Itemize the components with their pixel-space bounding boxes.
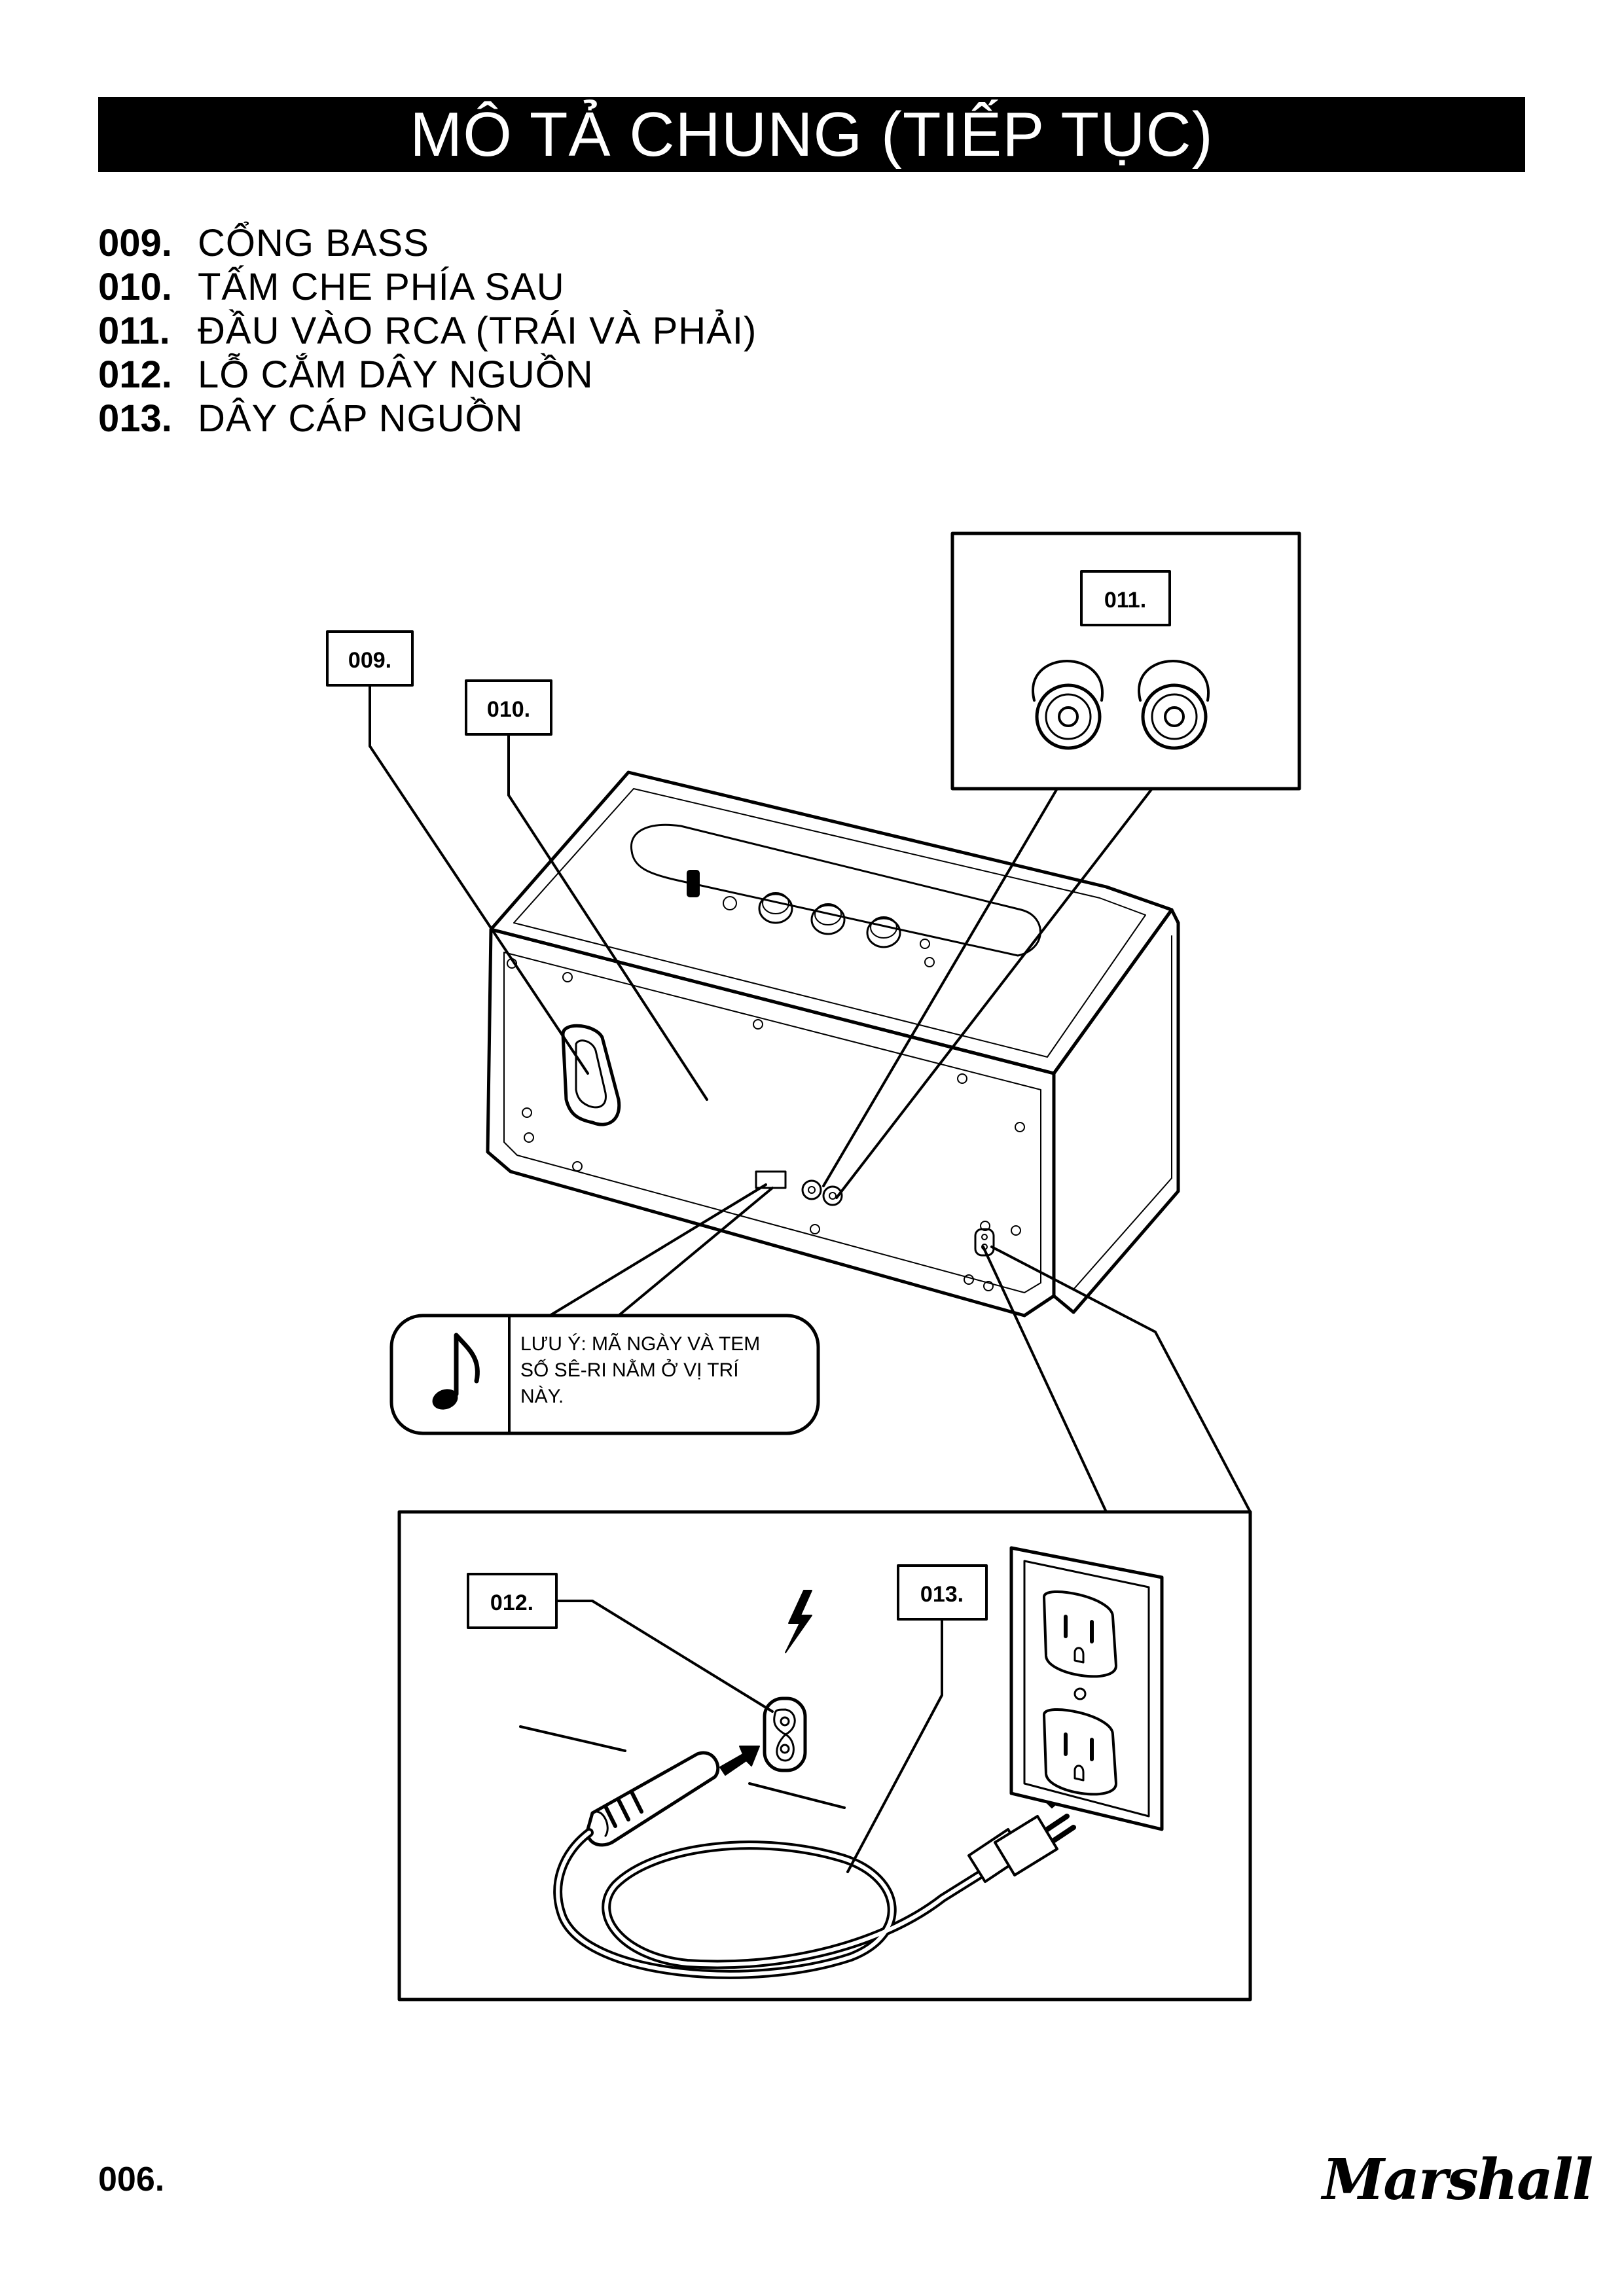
callout-bass-port: 009.	[326, 630, 589, 1075]
lightning-icon	[785, 1590, 812, 1653]
knob-icon	[810, 903, 846, 935]
legend-item: 010. TẤM CHE PHÍA SAU	[98, 265, 757, 309]
serial-label	[755, 1170, 787, 1189]
callout-label: 013.	[920, 1582, 964, 1607]
legend-label: DÂY CÁP NGUỒN	[198, 397, 524, 440]
power-inlet-icon	[763, 1696, 807, 1772]
legend-label: ĐẦU VÀO RCA (TRÁI VÀ PHẢI)	[198, 310, 757, 352]
arrow-icon	[719, 1746, 760, 1776]
legend-label: LỖ CẮM DÂY NGUỒN	[198, 353, 594, 396]
legend-label: TẤM CHE PHÍA SAU	[198, 266, 565, 308]
knob-icon	[866, 916, 901, 948]
legend-item: 011. ĐẦU VÀO RCA (TRÁI VÀ PHẢI)	[98, 309, 757, 353]
wall-outlet-icon	[1009, 1546, 1164, 1831]
legend-item: 009. CỔNG BASS	[98, 221, 757, 265]
note-line: LƯU Ý: MÃ NGÀY VÀ TEM	[520, 1333, 760, 1355]
note-line: NÀY.	[520, 1386, 564, 1407]
page-title: MÔ TẢ CHUNG (TIẾP TỤC)	[410, 99, 1214, 170]
callout-label: 009.	[348, 648, 391, 673]
page-title-bar: MÔ TẢ CHUNG (TIẾP TỤC)	[98, 97, 1525, 172]
rca-detail-box: 011.	[822, 531, 1301, 1199]
rca-jack-right-icon	[1138, 660, 1210, 750]
wall-plug	[967, 1814, 1076, 1883]
knob-icon	[758, 892, 793, 924]
brand-logo: Marshall	[1322, 2147, 1593, 2213]
legend-number: 013.	[98, 397, 172, 440]
legend-item: 012. LỖ CẮM DÂY NGUỒN	[98, 353, 757, 397]
power-detail-box: 012.	[397, 1246, 1252, 2001]
callout-label: 012.	[490, 1590, 533, 1615]
legend-label: CỔNG BASS	[198, 222, 429, 264]
music-note-icon	[432, 1333, 480, 1410]
legend-number: 010.	[98, 266, 172, 308]
speaker-illustration	[486, 770, 1180, 1318]
serial-note: LƯU Ý: MÃ NGÀY VÀ TEM SỐ SÊ-RI NẰM Ở VỊ …	[389, 1183, 820, 1435]
callout-label: 010.	[487, 697, 530, 722]
bass-port	[561, 1024, 621, 1126]
callout-label: 011.	[1104, 588, 1146, 613]
page-number: 006.	[98, 2161, 165, 2198]
note-line: SỐ SÊ-RI NẰM Ở VỊ TRÍ	[520, 1359, 739, 1381]
legend-number: 011.	[98, 310, 170, 352]
callout-rear-cover: 010.	[465, 679, 708, 1101]
rca-jack-left-icon	[1032, 660, 1104, 750]
rca-jacks	[801, 1179, 843, 1206]
parts-legend: 009. CỔNG BASS 010. TẤM CHE PHÍA SAU 011…	[98, 221, 757, 440]
legend-item: 013. DÂY CÁP NGUỒN	[98, 397, 757, 440]
legend-number: 012.	[98, 353, 172, 396]
legend-number: 009.	[98, 222, 172, 264]
